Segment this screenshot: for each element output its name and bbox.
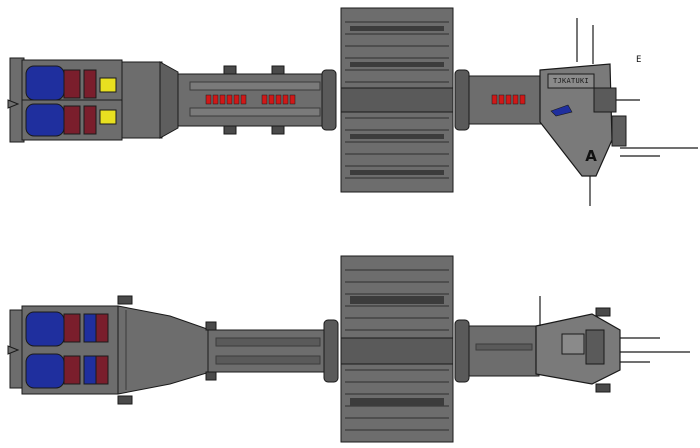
rotating-section-top [340,7,454,193]
window-strip-a [205,94,247,105]
engine-block-top [7,57,179,143]
rotating-section-bottom [340,255,454,443]
engine-block-bottom [7,305,211,395]
rear-spine-bottom [117,295,339,405]
window-strip-b [261,94,296,105]
hull-letter-label: A [585,147,597,165]
top-view-ship [7,7,698,206]
command-module-top [539,63,627,177]
forward-spine-bottom [454,319,540,383]
bottom-view-ship [7,255,690,443]
sensor-masts [576,18,698,206]
window-strip-c [491,94,526,105]
scale-mark: Е [636,55,642,65]
command-module-bottom [535,296,690,393]
rear-spine-top [177,65,337,135]
registry-marking: TJKATUKI [552,77,590,85]
forward-spine-top [454,69,546,131]
